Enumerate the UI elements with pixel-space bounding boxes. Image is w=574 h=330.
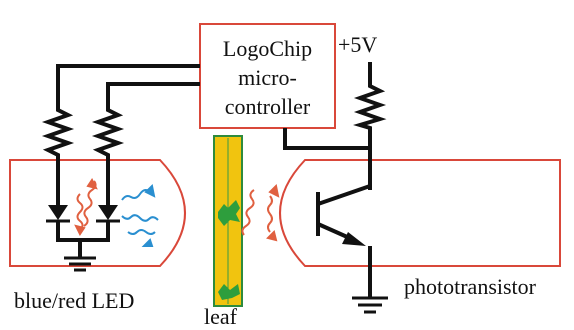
leaf-label: leaf — [204, 304, 237, 329]
led-diode-blue — [46, 205, 70, 223]
chip-label-line3: controller — [224, 94, 311, 119]
resistor-right — [91, 105, 125, 158]
led-housing — [9, 159, 186, 267]
logochip-label: LogoChip micro- controller — [200, 34, 335, 121]
phototransistor-housing — [279, 159, 561, 267]
ground-symbol-led — [64, 256, 96, 272]
reflected-light-wave-icon — [241, 183, 280, 242]
resistor-pullup — [353, 80, 387, 130]
wires — [56, 62, 372, 298]
chip-label-line2: micro- — [238, 65, 297, 90]
chip-label-line1: LogoChip — [222, 36, 313, 61]
supply-voltage-label: +5V — [338, 32, 378, 57]
phototransistor-label: phototransistor — [404, 274, 536, 299]
led-diode-red — [96, 205, 120, 223]
leaf — [213, 135, 243, 307]
blue-light-wave-icon — [121, 183, 159, 247]
phototransistor-symbol — [316, 184, 371, 242]
emitter-arrow-icon — [342, 232, 366, 246]
resistor-left — [41, 105, 75, 158]
led-label: blue/red LED — [14, 288, 135, 313]
logochip-box — [199, 23, 336, 129]
red-light-wave-icon — [74, 178, 98, 236]
ground-symbol-transistor — [352, 296, 388, 314]
